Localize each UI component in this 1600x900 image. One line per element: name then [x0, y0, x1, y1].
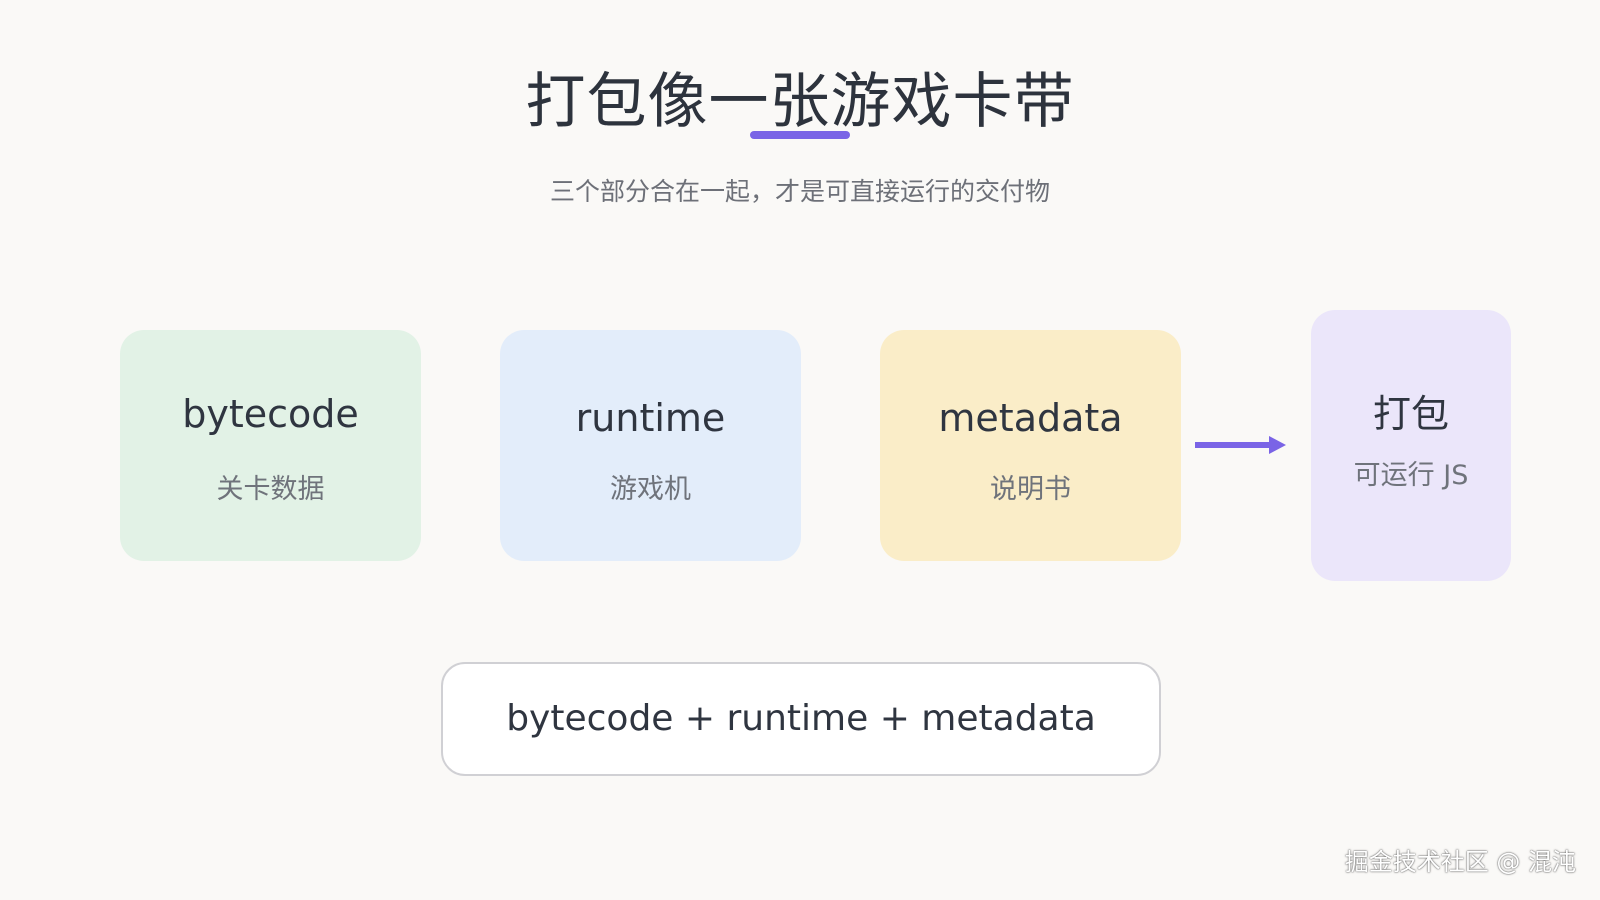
metadata-card-desc: 说明书	[990, 474, 1071, 505]
runtime-card: runtime 游戏机	[500, 330, 801, 561]
bytecode-card-desc: 关卡数据	[216, 474, 325, 505]
title-underline	[750, 131, 850, 139]
metadata-card: metadata 说明书	[880, 330, 1181, 561]
formula-text: bytecode + runtime + metadata	[506, 698, 1096, 739]
diagram-subtitle: 三个部分合在一起，才是可直接运行的交付物	[549, 177, 1050, 206]
bytecode-card: bytecode 关卡数据	[120, 330, 421, 561]
arrow-icon	[1195, 436, 1286, 454]
diagram-title: 打包像一张游戏卡带	[525, 67, 1075, 137]
bundle-card-name: 打包	[1372, 392, 1449, 436]
runtime-card-desc: 游戏机	[610, 474, 691, 505]
formula-box: bytecode + runtime + metadata	[441, 662, 1161, 776]
bundle-card: 打包 可运行 JS	[1311, 310, 1511, 581]
bundle-card-desc: 可运行 JS	[1353, 460, 1469, 491]
runtime-card-name: runtime	[575, 396, 726, 440]
watermark: 掘金技术社区 @ 混沌	[1344, 848, 1576, 876]
bytecode-card-name: bytecode	[182, 392, 359, 436]
metadata-card-name: metadata	[938, 396, 1123, 440]
